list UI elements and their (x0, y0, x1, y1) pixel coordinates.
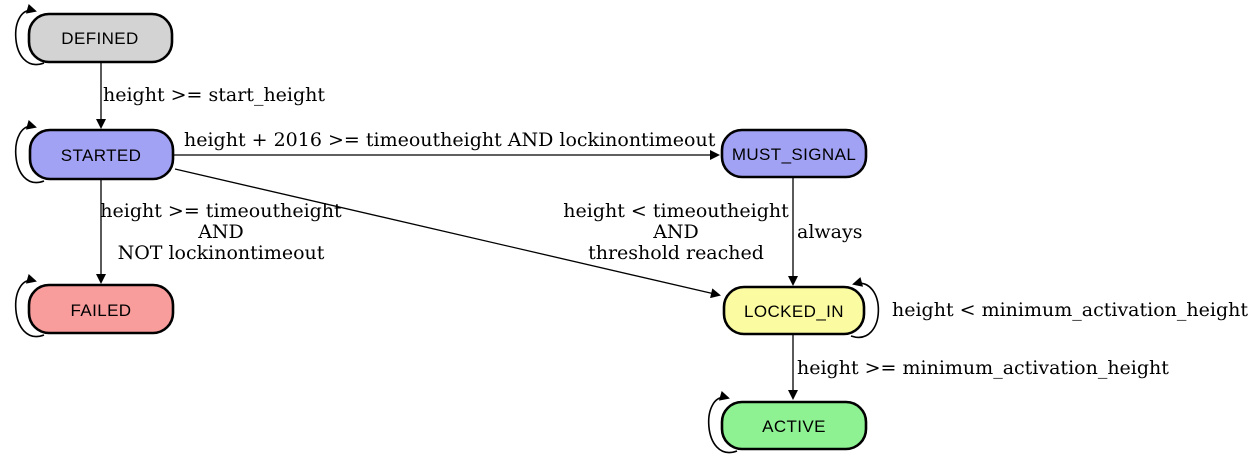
state-node-failed-label: FAILED (71, 301, 132, 320)
state-node-active-shape (720, 400, 868, 451)
state-node-must-signal-label: MUST_SIGNAL (732, 145, 856, 164)
edge-label-started-to-failed-line3: NOT lockinontimeout (118, 242, 325, 264)
state-node-failed: FAILED (27, 283, 175, 335)
state-node-started-shape (28, 128, 175, 181)
state-node-defined-label: DEFINED (61, 29, 138, 48)
state-node-started: STARTED (28, 128, 175, 181)
self-loop-failed (15, 274, 45, 338)
edge-started-to-locked-in (174, 168, 721, 299)
edge-label-locked-in-self-loop: height < minimum_activation_height (892, 299, 1248, 321)
edge-label-started-to-locked-in-line3: threshold reached (588, 242, 764, 264)
edge-label-started-to-failed-line2: AND (197, 221, 244, 243)
state-node-started-label: STARTED (61, 146, 142, 165)
state-node-defined: DEFINED (27, 12, 174, 64)
state-node-must-signal-shape (720, 128, 868, 179)
state-node-must-signal: MUST_SIGNAL (720, 128, 868, 179)
edge-label-started-to-locked-in-line1: height < timeoutheight (563, 200, 789, 222)
state-node-active-label: ACTIVE (762, 417, 826, 436)
state-node-locked-in-label: LOCKED_IN (744, 302, 844, 321)
state-node-locked-in: LOCKED_IN (722, 285, 866, 336)
self-loop-locked-in (850, 277, 880, 339)
edge-label-locked-in-to-active: height >= minimum_activation_height (797, 357, 1169, 379)
edge-label-started-to-must-signal: height + 2016 >= timeoutheight AND locki… (184, 129, 716, 151)
state-node-locked-in-shape (722, 285, 866, 336)
state-node-active: ACTIVE (720, 400, 868, 451)
state-node-defined-shape (27, 12, 174, 64)
self-loop-active (708, 391, 738, 454)
self-loop-started (15, 120, 45, 184)
edge-label-started-to-failed-line1: height >= timeoutheight (100, 200, 342, 222)
edge-label-defined-to-started: height >= start_height (103, 84, 325, 106)
edge-label-must-signal-to-locked-in: always (797, 221, 862, 243)
state-node-failed-shape (27, 283, 175, 335)
self-loop-defined (15, 4, 45, 66)
edge-label-started-to-locked-in-line2: AND (652, 221, 699, 243)
